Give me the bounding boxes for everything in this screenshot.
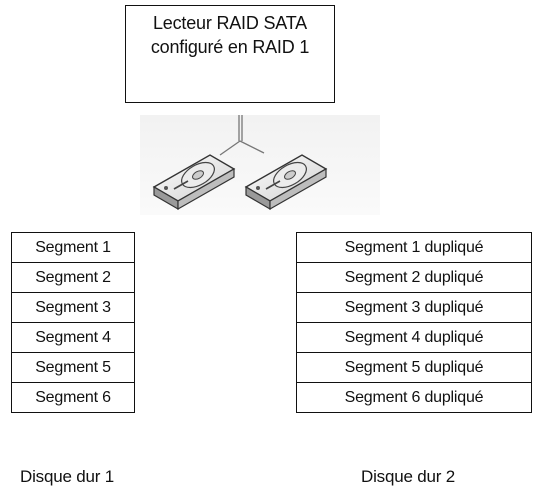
table-row: Segment 4 [11,322,135,353]
disk1-label: Disque dur 1 [20,467,114,486]
table-row: Segment 3 dupliqué [296,292,532,323]
table-row: Segment 6 [11,382,135,413]
table-row: Segment 2 dupliqué [296,262,532,293]
mirrored-segment-cell: Segment 3 dupliqué [296,292,532,323]
table-row: Segment 6 dupliqué [296,382,532,413]
hard-drive-icon [244,154,328,211]
table-row: Segment 1 [11,232,135,263]
segment-cell: Segment 6 [11,382,135,413]
table-row: Segment 1 dupliqué [296,232,532,263]
segment-cell: Segment 4 [11,322,135,353]
mirrored-segment-cell: Segment 6 dupliqué [296,382,532,413]
table-row: Segment 4 dupliqué [296,322,532,353]
segment-cell: Segment 5 [11,352,135,383]
disk1-segment-table: Segment 1 Segment 2 Segment 3 Segment 4 … [11,232,135,413]
segment-cell: Segment 2 [11,262,135,293]
raid-drives-illustration [140,115,380,215]
segment-cell: Segment 1 [11,232,135,263]
cable-connector [219,115,265,156]
disk2-label: Disque dur 2 [361,467,455,486]
mirrored-segment-cell: Segment 2 dupliqué [296,262,532,293]
hard-drive-icon [152,154,236,211]
raid-title-line-2: configuré en RAID 1 [150,37,310,57]
mirrored-segment-cell: Segment 5 dupliqué [296,352,532,383]
table-row: Segment 3 [11,292,135,323]
table-row: Segment 5 dupliqué [296,352,532,383]
raid-title-box: Lecteur RAID SATA configuré en RAID 1 [125,5,335,103]
raid-title-line-1: Lecteur RAID SATA [153,13,307,33]
disk2-segment-table: Segment 1 dupliqué Segment 2 dupliqué Se… [296,232,532,413]
mirrored-segment-cell: Segment 4 dupliqué [296,322,532,353]
mirrored-segment-cell: Segment 1 dupliqué [296,232,532,263]
segment-cell: Segment 3 [11,292,135,323]
table-row: Segment 2 [11,262,135,293]
table-row: Segment 5 [11,352,135,383]
